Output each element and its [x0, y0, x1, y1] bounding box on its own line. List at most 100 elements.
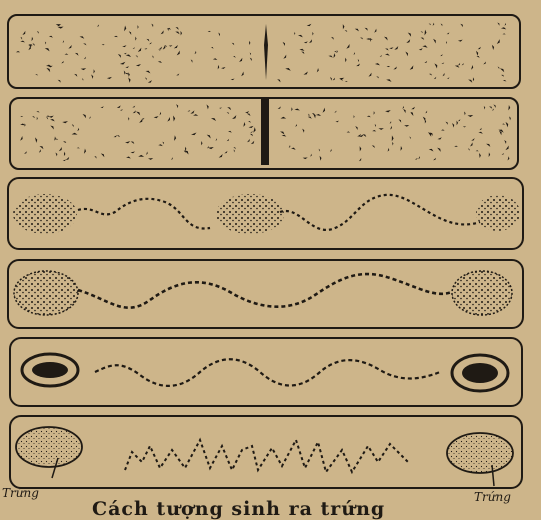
- speckle: [101, 106, 104, 108]
- speckle: [74, 74, 77, 77]
- speckle: [345, 58, 346, 63]
- speckle: [386, 79, 391, 82]
- speckle: [355, 29, 359, 32]
- speckle: [447, 32, 450, 34]
- speckle: [250, 52, 251, 55]
- speckle: [429, 24, 431, 26]
- speckle: [159, 47, 162, 49]
- speckle: [331, 37, 334, 40]
- speckle: [346, 44, 349, 49]
- stage-6-content: [16, 427, 513, 486]
- speckle: [131, 142, 135, 144]
- speckle: [234, 149, 235, 152]
- speckle: [492, 108, 494, 110]
- speckle: [358, 59, 359, 62]
- speckle: [291, 148, 296, 150]
- speckle: [136, 64, 141, 66]
- speckle: [250, 134, 253, 136]
- speckle: [434, 77, 436, 79]
- speckle: [72, 133, 78, 135]
- speckle: [118, 54, 121, 58]
- speckle: [480, 128, 482, 130]
- speckle: [454, 146, 458, 147]
- speckle: [403, 109, 405, 113]
- speckle: [176, 104, 178, 108]
- speckle: [173, 116, 175, 122]
- speckle: [460, 24, 463, 27]
- speckle: [136, 112, 140, 116]
- speckle: [213, 58, 217, 60]
- speckle: [250, 131, 253, 132]
- speckle: [308, 117, 312, 119]
- speckle: [387, 66, 391, 67]
- speckle: [443, 73, 445, 76]
- speckle: [146, 39, 149, 42]
- speckle: [221, 67, 225, 69]
- speckle: [63, 141, 66, 143]
- speckle: [280, 117, 286, 119]
- speckle: [301, 51, 304, 54]
- speckle: [486, 144, 490, 147]
- speckle: [295, 124, 297, 127]
- stage-6-egg-left: [16, 427, 82, 467]
- speckle: [124, 71, 126, 75]
- speckle: [136, 55, 138, 57]
- speckle: [354, 52, 355, 55]
- speckle: [241, 72, 244, 77]
- speckle: [437, 148, 441, 152]
- speckle: [195, 51, 197, 54]
- speckle: [16, 51, 20, 52]
- speckle: [124, 25, 126, 31]
- speckle: [243, 122, 245, 127]
- speckle: [191, 59, 193, 62]
- speckle: [278, 106, 281, 109]
- speckle: [489, 152, 490, 157]
- speckle: [389, 47, 393, 49]
- speckle: [347, 131, 351, 132]
- speckle: [299, 49, 304, 51]
- speckle: [330, 149, 331, 152]
- stage-4-mass-right: [452, 271, 512, 315]
- speckle: [504, 140, 506, 144]
- speckle: [25, 123, 26, 126]
- speckle: [502, 124, 505, 125]
- speckle: [62, 121, 68, 123]
- speckle: [35, 137, 37, 142]
- figure-caption: Cách tượng sinh ra trứng: [92, 498, 452, 520]
- speckle: [251, 141, 254, 144]
- speckle: [117, 135, 120, 137]
- speckle: [139, 119, 142, 123]
- speckle: [330, 77, 332, 81]
- speckle: [394, 46, 398, 50]
- speckle: [365, 28, 368, 31]
- speckle: [467, 115, 473, 117]
- speckle: [298, 35, 303, 38]
- speckle: [476, 56, 479, 58]
- speckle: [37, 31, 39, 34]
- speckle: [232, 43, 235, 45]
- speckle: [463, 126, 466, 127]
- speckle: [289, 145, 291, 148]
- speckle: [323, 108, 326, 113]
- speckle: [32, 37, 34, 41]
- speckle: [185, 147, 186, 151]
- speckle: [333, 78, 335, 81]
- speckle: [50, 125, 54, 129]
- speckle: [144, 48, 147, 49]
- speckle: [219, 154, 223, 158]
- speckle: [201, 141, 202, 145]
- speckle: [372, 145, 375, 148]
- speckle: [476, 51, 478, 56]
- speckle: [50, 119, 55, 121]
- speckle: [152, 55, 153, 58]
- speckle: [167, 29, 169, 32]
- speckle: [227, 107, 231, 110]
- speckle: [37, 117, 38, 120]
- speckle: [503, 33, 506, 34]
- speckle: [63, 159, 66, 161]
- speckle: [501, 27, 506, 29]
- speckle: [375, 124, 376, 127]
- speckle: [312, 32, 313, 36]
- speckle: [133, 47, 135, 49]
